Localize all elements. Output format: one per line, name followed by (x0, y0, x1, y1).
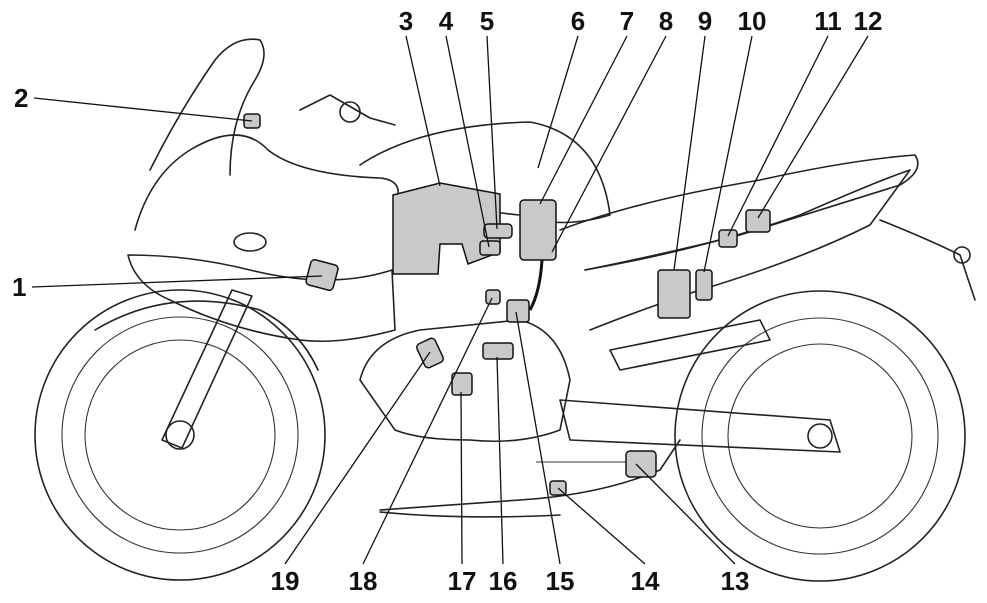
leader-line-6 (537, 35, 579, 169)
component-13 (625, 450, 657, 478)
front-rim (61, 316, 299, 554)
leader-line-4 (445, 35, 490, 248)
leader-line-13 (635, 463, 736, 565)
component-4 (479, 240, 501, 256)
callout-number-17: 17 (448, 566, 477, 596)
component-16 (482, 342, 514, 360)
callout-number-14: 14 (631, 566, 660, 596)
callout-number-3: 3 (399, 6, 413, 36)
engine (359, 319, 571, 443)
leader-line-17 (460, 391, 463, 565)
callout-number-4: 4 (439, 6, 454, 36)
component-5 (483, 223, 513, 239)
callout-number-18: 18 (349, 566, 378, 596)
leader-line-19 (284, 351, 431, 565)
callout-number-19: 19 (271, 566, 300, 596)
component-10 (695, 269, 713, 301)
callout-number-2: 2 (14, 83, 28, 113)
front-fork (161, 289, 253, 449)
rear-frame (609, 319, 771, 371)
leader-line-15 (515, 311, 561, 565)
front-tire (34, 289, 326, 581)
front-brake-disc (84, 339, 276, 531)
callout-number-6: 6 (571, 6, 585, 36)
callout-number-9: 9 (698, 6, 712, 36)
leader-line-2 (33, 97, 253, 122)
leader-line-14 (557, 487, 646, 565)
leader-line-3 (405, 35, 441, 187)
windscreen (149, 38, 265, 176)
leader-line-16 (496, 356, 504, 565)
handlebar-grip-end (339, 101, 361, 123)
component-9-battery (657, 269, 691, 319)
tail-cowl (584, 169, 911, 331)
seat (559, 154, 919, 271)
fairing-vent (233, 232, 267, 252)
front-hub (165, 420, 195, 450)
leader-line-9 (673, 35, 706, 271)
rear-rim (701, 317, 939, 555)
leader-line-12 (757, 35, 869, 219)
callout-number-1: 1 (12, 272, 26, 302)
rear-tire (674, 290, 966, 582)
component-7-relay-unit (519, 199, 557, 261)
callout-number-8: 8 (659, 6, 673, 36)
rear-hub (807, 423, 833, 449)
upper-cowl (134, 134, 399, 231)
callout-number-12: 12 (854, 6, 883, 36)
callout-number-7: 7 (620, 6, 634, 36)
leader-line-1 (31, 275, 323, 288)
leader-line-8 (551, 35, 667, 253)
callout-number-13: 13 (721, 566, 750, 596)
leader-line-11 (727, 35, 829, 237)
handlebar (299, 94, 396, 126)
callout-number-10: 10 (738, 6, 767, 36)
leader-line-18 (362, 297, 493, 565)
components (243, 113, 771, 496)
rear-turn-signal (953, 246, 971, 264)
component-3-ecu-cover (392, 182, 501, 275)
component-1 (305, 258, 339, 292)
callout-number-11: 11 (814, 6, 842, 36)
under-cowl (379, 511, 561, 518)
component-17 (451, 372, 473, 396)
swingarm (559, 399, 841, 453)
rear-sprocket (727, 343, 913, 529)
leader-line-10 (703, 35, 753, 273)
component-12 (745, 209, 771, 233)
component-15 (506, 299, 530, 323)
motorcycle-outline (34, 38, 976, 582)
callout-number-15: 15 (546, 566, 575, 596)
leader-line-5 (486, 35, 498, 230)
leader-line-7 (539, 35, 628, 205)
front-fender (94, 300, 319, 371)
callout-number-16: 16 (489, 566, 518, 596)
callout-number-5: 5 (480, 6, 494, 36)
rear-fender-stay (879, 219, 976, 301)
component-18 (485, 289, 501, 305)
component-11 (718, 229, 738, 248)
side-fairing (127, 254, 396, 342)
component-wire-harness (528, 259, 544, 311)
